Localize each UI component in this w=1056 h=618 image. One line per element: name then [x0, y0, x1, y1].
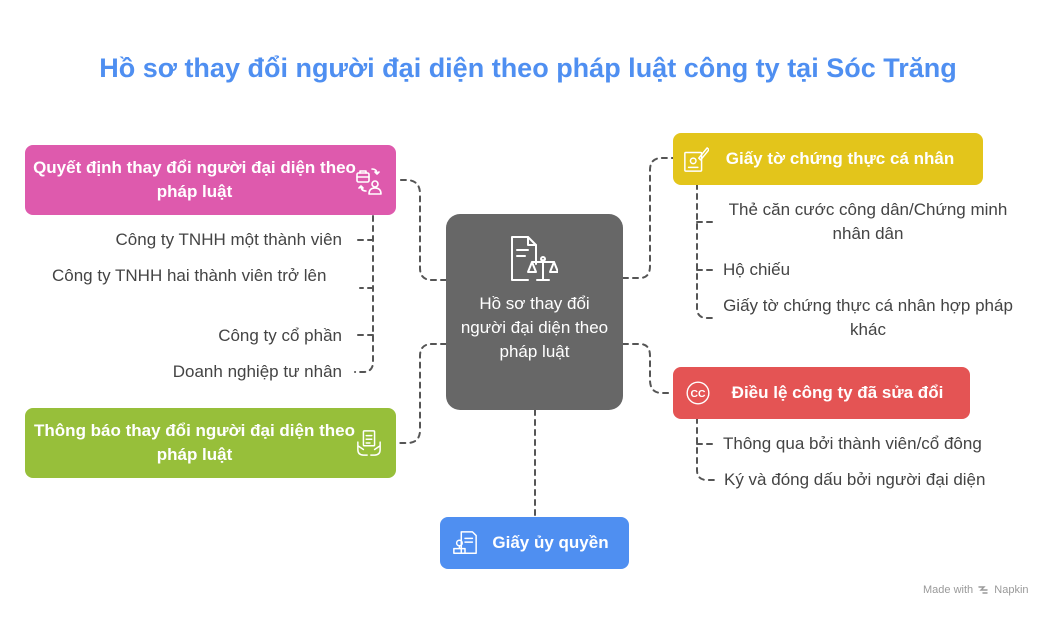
connector-charter-items — [696, 417, 715, 481]
stamp-document-icon — [452, 528, 478, 558]
page-title: Hồ sơ thay đổi người đại diện theo pháp … — [99, 53, 957, 83]
node-notice: Thông báo thay đổi người đại diện theo p… — [25, 408, 396, 478]
charter-item-1: Thông qua bởi thành viên/cổ đông — [723, 434, 982, 453]
center-node: Hồ sơ thay đổi người đại diện theo pháp … — [446, 214, 623, 410]
decision-item-3: Công ty cổ phần — [218, 326, 342, 345]
node-charter: CC Điều lệ công ty đã sửa đổi — [673, 367, 970, 419]
personal-item-1: Thẻ căn cước công dân/Chứng minh nhân dâ… — [728, 200, 1008, 243]
node-notice-label: Thông báo thay đổi người đại diện theo p… — [34, 421, 355, 464]
decision-item-1: Công ty TNHH một thành viên — [115, 230, 342, 249]
node-authorization: Giấy ủy quyền — [440, 517, 629, 569]
connector-decision-items — [354, 215, 374, 373]
connector-personal-items — [696, 183, 715, 319]
briefcase-person-icon — [356, 165, 382, 195]
credit-brand: Napkin — [994, 584, 1029, 596]
document-hand-icon — [356, 428, 382, 458]
copyright-circle-icon: CC — [685, 378, 711, 408]
connector-center-personal — [622, 157, 674, 279]
connector-center-charter — [622, 343, 674, 394]
decision-item-2: Công ty TNHH hai thành viên trở lên — [52, 266, 327, 285]
node-personal-docs-label: Giấy tờ chứng thực cá nhân — [725, 149, 955, 168]
certificate-pen-icon — [683, 144, 709, 174]
personal-item-3: Giấy tờ chứng thực cá nhân hợp pháp khác — [723, 296, 1013, 339]
connector-center-decision — [395, 179, 447, 281]
node-decision-label: Quyết định thay đổi người đại diện theo … — [33, 158, 356, 201]
napkin-credit: Made with Napkin — [923, 583, 1029, 599]
node-authorization-label: Giấy ủy quyền — [492, 533, 609, 552]
charter-item-2: Ký và đóng dấu bởi người đại diện — [724, 470, 986, 489]
document-scale-icon — [506, 234, 559, 289]
decision-item-4: Doanh nghiệp tư nhân — [172, 362, 342, 381]
node-charter-label: Điều lệ công ty đã sửa đổi — [731, 383, 944, 402]
node-personal-docs: Giấy tờ chứng thực cá nhân — [673, 133, 983, 185]
node-decision: Quyết định thay đổi người đại diện theo … — [25, 145, 396, 215]
personal-item-2: Hộ chiếu — [723, 260, 791, 279]
svg-text:CC: CC — [690, 389, 706, 400]
center-label: Hồ sơ thay đổi người đại diện theo pháp … — [460, 294, 609, 361]
napkin-logo-icon — [978, 584, 989, 599]
connector-center-notice — [395, 343, 447, 444]
credit-made-with: Made with — [923, 584, 974, 596]
